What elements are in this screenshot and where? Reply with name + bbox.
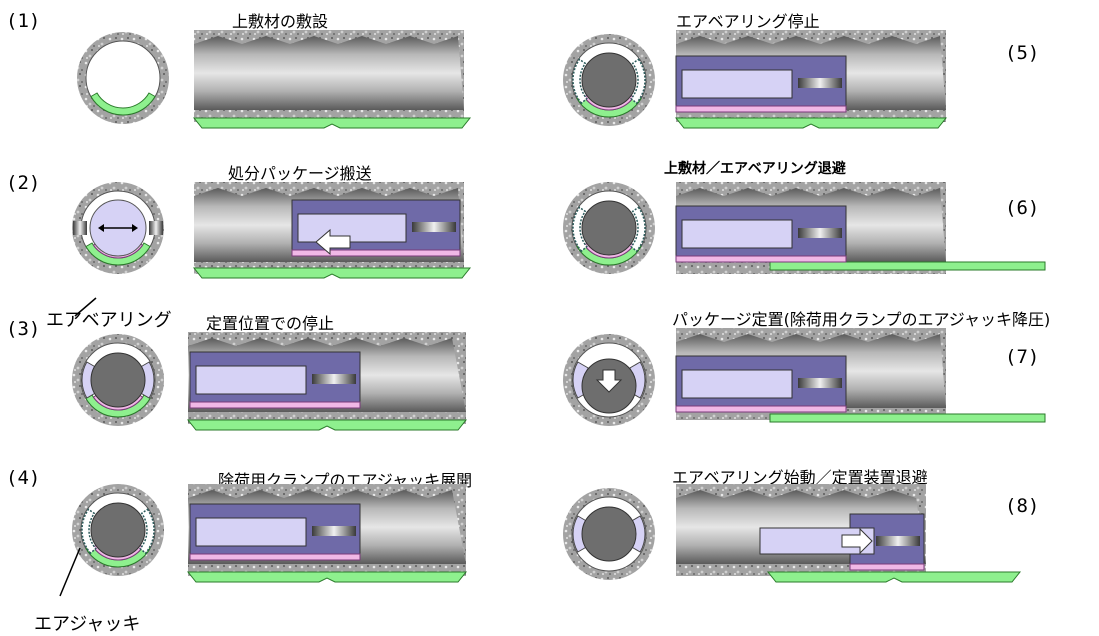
carrier-4 [189, 503, 361, 561]
step-number-7: (7) [1005, 346, 1040, 368]
side-pad [73, 221, 87, 235]
section-4 [72, 484, 164, 576]
package-box [681, 69, 793, 99]
right-air-jack [139, 508, 155, 555]
step-title-7: パッケージ定置(除荷用クランプのエアジャッキ降圧) [672, 310, 1051, 329]
base-mat-3 [186, 419, 468, 431]
retreat-arrow [841, 527, 873, 555]
package-box [297, 213, 407, 243]
base-mat-4 [186, 571, 468, 583]
canister-section [90, 502, 146, 558]
bearing-strip [675, 105, 847, 113]
step-title-3: 定置位置での停止 [206, 314, 335, 333]
step-title-1: 上敷材の敷設 [232, 12, 329, 31]
roller-set [312, 374, 356, 384]
carrier-7 [675, 355, 847, 413]
roller-set [798, 228, 842, 238]
roller-set [798, 378, 842, 388]
step-number-2: (2) [6, 172, 41, 194]
bearing-strip [675, 405, 847, 413]
bearing-strip [189, 401, 361, 409]
carrier-5 [675, 55, 847, 113]
package-box [195, 365, 307, 395]
carrier-3 [189, 351, 361, 409]
left-air-jack [572, 58, 588, 105]
step-number-1: (1) [6, 10, 41, 32]
step-title-6: 上敷材／エアベアリング退避 [664, 161, 846, 177]
package-box [195, 517, 307, 547]
roller-set [798, 78, 842, 88]
carrier-2 [291, 199, 461, 257]
section-3 [72, 334, 164, 426]
base-mat-8 [766, 571, 1022, 583]
step-title-5: エアベアリング停止 [676, 12, 820, 31]
move-arrow [315, 228, 351, 256]
base-mat-5 [674, 117, 948, 129]
air-jack-callout: エアジャッキ [34, 614, 141, 635]
bearing-strip [291, 249, 461, 257]
step-number-5: (5) [1005, 42, 1040, 64]
air-jack-leader [59, 547, 81, 597]
right-air-jack [630, 58, 646, 105]
bearing-strip [675, 255, 847, 263]
step-title-2: 処分パッケージ搬送 [228, 164, 372, 183]
tunnel-1 [194, 30, 464, 122]
section-7 [563, 334, 655, 426]
base-mat-1 [192, 117, 472, 129]
base-material [90, 92, 156, 116]
section-2 [72, 182, 164, 274]
section-1 [77, 32, 169, 124]
carrier-6 [675, 205, 847, 263]
air-bearing-callout: エアベアリング [46, 310, 172, 331]
base-mat-7 [769, 413, 1046, 423]
section-5 [563, 34, 655, 126]
step-number-4: (4) [6, 467, 41, 489]
roller-set [312, 526, 356, 536]
base-mat-2 [192, 267, 472, 279]
bearing-strip [849, 563, 925, 571]
canister-section [581, 200, 637, 256]
air-bearing-leader [74, 297, 97, 317]
left-air-jack [572, 206, 588, 253]
canister-section [90, 352, 146, 408]
lower-arrow [595, 369, 623, 393]
step-title-8: エアベアリング始動／定置装置退避 [672, 468, 928, 487]
step-number-6: (6) [1005, 197, 1040, 219]
left-air-jack [81, 508, 97, 555]
step-number-3: (3) [6, 318, 41, 340]
side-pad [149, 221, 163, 235]
tunnel-body [194, 36, 464, 110]
step-number-8: (8) [1005, 495, 1040, 517]
roller-set [412, 222, 456, 232]
bearing-strip [189, 553, 361, 561]
section-8 [563, 488, 655, 580]
roller-set [876, 536, 920, 546]
section-6 [563, 182, 655, 274]
package-box [681, 219, 793, 249]
right-air-jack [630, 206, 646, 253]
canister-section [581, 52, 637, 108]
package-box [681, 369, 793, 399]
canister-section [581, 506, 637, 562]
base-mat-6 [769, 261, 1046, 271]
